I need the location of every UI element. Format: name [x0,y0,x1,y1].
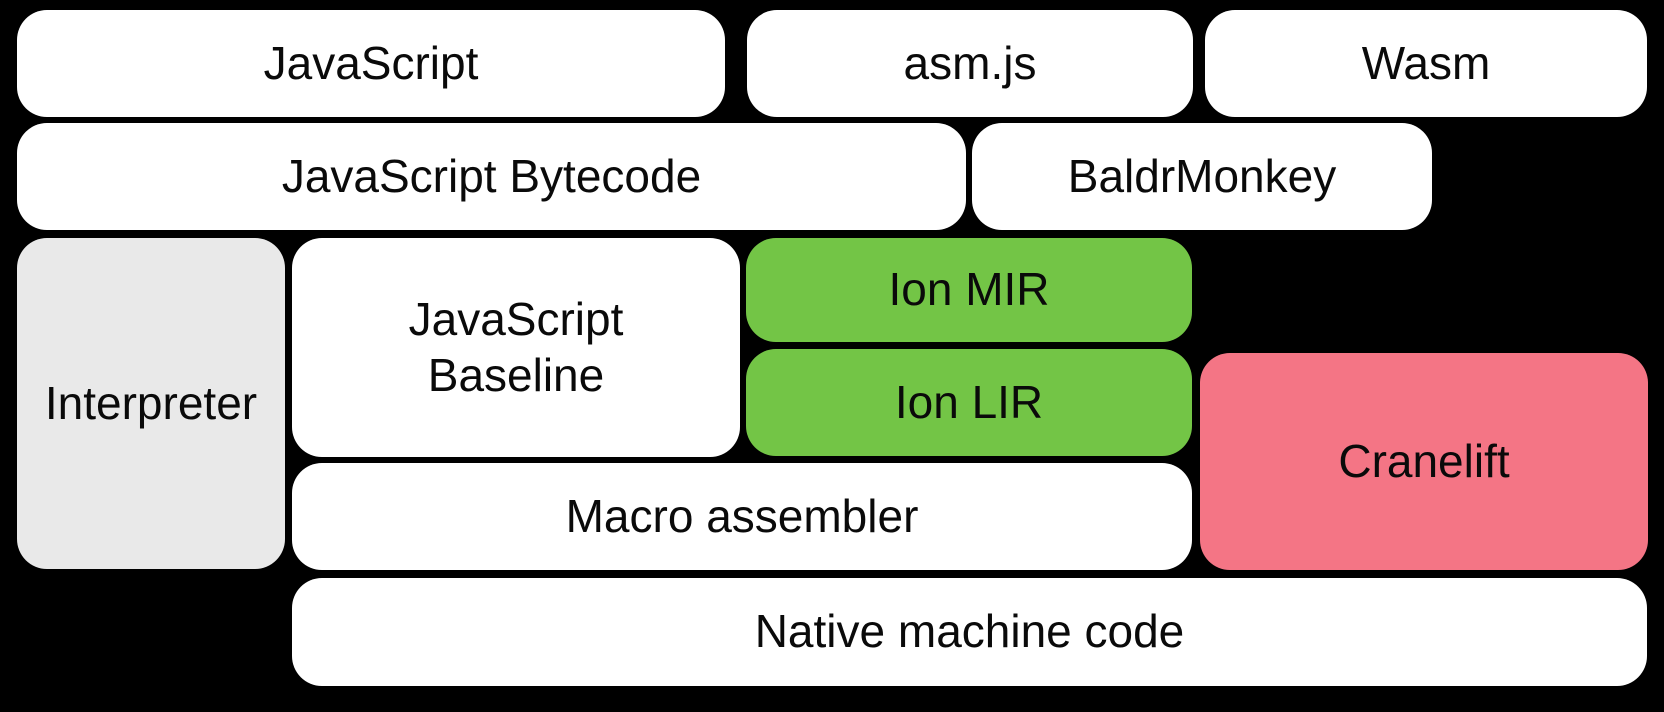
native-machine-code-label: Native machine code [754,605,1185,658]
interpreter-label: Interpreter [44,376,258,429]
javascript-baseline-label: JavaScript Baseline [408,293,624,401]
javascript-baseline-box: JavaScript Baseline [292,238,740,457]
ion-lir-box: Ion LIR [746,349,1192,456]
javascript-bytecode-box: JavaScript Bytecode [17,123,966,230]
wasm-label: Wasm [1361,36,1491,89]
ion-mir-label: Ion MIR [888,263,1050,316]
asmjs-label: asm.js [903,36,1037,89]
baldrmonkey-box: BaldrMonkey [972,123,1432,230]
ion-mir-box: Ion MIR [746,238,1192,342]
cranelift-label: Cranelift [1338,434,1510,487]
native-machine-code-box: Native machine code [292,578,1647,686]
macro-assembler-label: Macro assembler [565,489,919,542]
ion-lir-label: Ion LIR [894,375,1044,428]
baldrmonkey-label: BaldrMonkey [1067,149,1337,202]
javascript-box: JavaScript [17,10,725,117]
interpreter-box: Interpreter [17,238,285,569]
cranelift-box: Cranelift [1200,353,1648,570]
javascript-bytecode-label: JavaScript Bytecode [281,149,702,202]
javascript-label: JavaScript [263,36,479,89]
asmjs-box: asm.js [747,10,1193,117]
wasm-box: Wasm [1205,10,1647,117]
macro-assembler-box: Macro assembler [292,463,1192,570]
